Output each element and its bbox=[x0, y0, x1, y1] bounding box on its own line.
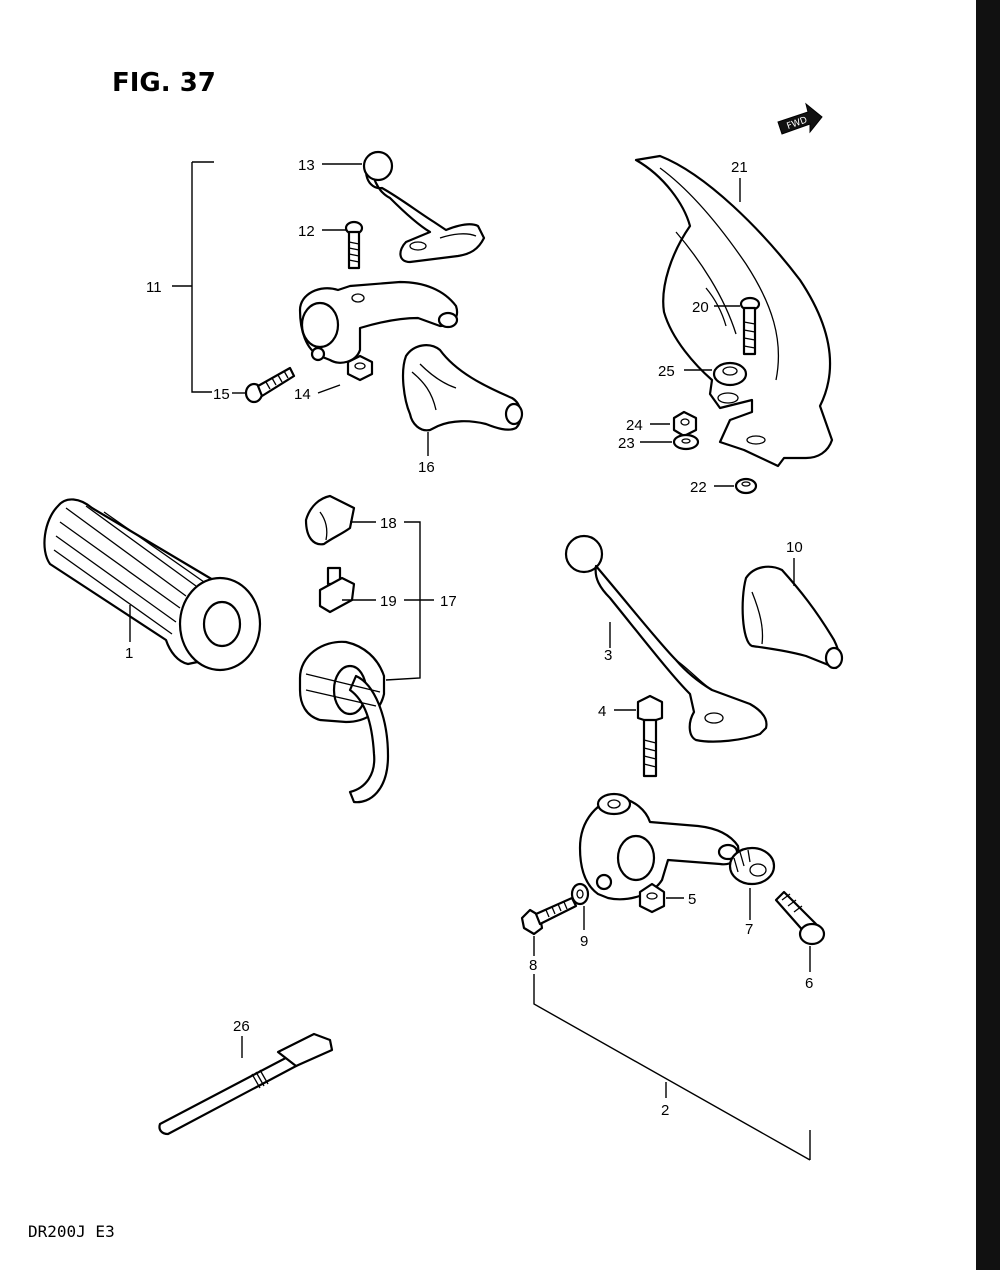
part-24-nut bbox=[672, 410, 698, 438]
part-17-housing bbox=[298, 640, 390, 804]
part-25-spacer bbox=[712, 361, 748, 387]
part-13-lever bbox=[362, 150, 486, 264]
part-12-pivot-bolt bbox=[344, 220, 364, 270]
label-18: 18 bbox=[380, 515, 397, 532]
part-4-pivot-bolt bbox=[636, 694, 664, 778]
part-15-screw bbox=[244, 366, 296, 404]
label-16: 16 bbox=[418, 459, 435, 476]
label-17: 17 bbox=[440, 593, 457, 610]
label-21: 21 bbox=[731, 159, 748, 176]
label-25: 25 bbox=[658, 363, 675, 380]
part-9-washer bbox=[570, 882, 590, 906]
label-6: 6 bbox=[805, 975, 813, 992]
part-1-grip bbox=[43, 498, 262, 672]
label-12: 12 bbox=[298, 223, 315, 240]
part-22-nut bbox=[734, 477, 758, 495]
leader-lines bbox=[129, 161, 811, 1161]
label-23: 23 bbox=[618, 435, 635, 452]
label-2: 2 bbox=[661, 1102, 669, 1119]
label-14: 14 bbox=[294, 386, 311, 403]
label-15: 15 bbox=[213, 386, 230, 403]
model-code: DR200J E3 bbox=[28, 1222, 115, 1241]
label-13: 13 bbox=[298, 157, 315, 174]
label-5: 5 bbox=[688, 891, 696, 908]
part-8-bolt bbox=[520, 896, 578, 936]
part-10-lever-cover bbox=[741, 565, 844, 670]
label-7: 7 bbox=[745, 921, 753, 938]
part-3-lever bbox=[564, 534, 768, 743]
part-23-washer bbox=[672, 433, 700, 451]
label-24: 24 bbox=[626, 417, 643, 434]
label-3: 3 bbox=[604, 647, 612, 664]
figure-title: FIG. 37 bbox=[112, 68, 216, 98]
label-26: 26 bbox=[233, 1018, 250, 1035]
part-26-cable-tie bbox=[158, 1032, 334, 1136]
part-2-holder bbox=[578, 792, 740, 901]
part-19-cable-end bbox=[318, 566, 356, 614]
scan-edge bbox=[976, 0, 1000, 1270]
part-6-adjuster-bolt bbox=[774, 890, 826, 946]
part-18-clamp-piece bbox=[304, 494, 356, 546]
label-8: 8 bbox=[529, 957, 537, 974]
part-5-nut bbox=[638, 882, 666, 914]
label-19: 19 bbox=[380, 593, 397, 610]
label-10: 10 bbox=[786, 539, 803, 556]
label-9: 9 bbox=[580, 933, 588, 950]
part-16-lever-cover bbox=[401, 344, 524, 432]
part-14-nut bbox=[346, 354, 374, 382]
label-11: 11 bbox=[146, 279, 162, 296]
part-7-adjuster-nut bbox=[728, 846, 776, 886]
label-20: 20 bbox=[692, 299, 709, 316]
fwd-arrow-icon: FWD bbox=[777, 102, 823, 135]
part-20-screw bbox=[739, 296, 761, 356]
label-22: 22 bbox=[690, 479, 707, 496]
part-11-bracket bbox=[298, 280, 459, 364]
label-1: 1 bbox=[125, 645, 133, 662]
part-21-handguard bbox=[634, 154, 834, 468]
part-numbers: 13 12 11 15 14 16 1 18 19 17 21 20 25 24… bbox=[125, 157, 813, 1119]
label-4: 4 bbox=[598, 703, 606, 720]
